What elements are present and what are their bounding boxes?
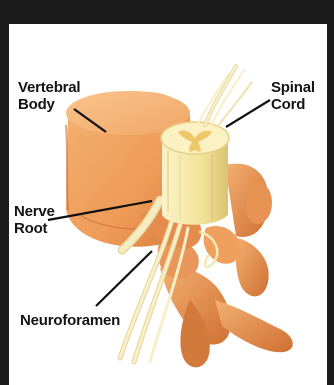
spinal-cord	[161, 122, 229, 225]
spinal-cord-label: Spinal Cord	[271, 79, 315, 113]
vertebral-body-label: Vertebral Body	[18, 79, 80, 113]
nerve-root-label: Nerve Root	[14, 203, 55, 237]
neuroforamen-label: Neuroforamen	[20, 312, 120, 329]
spinal-cord-pointer	[226, 100, 270, 127]
